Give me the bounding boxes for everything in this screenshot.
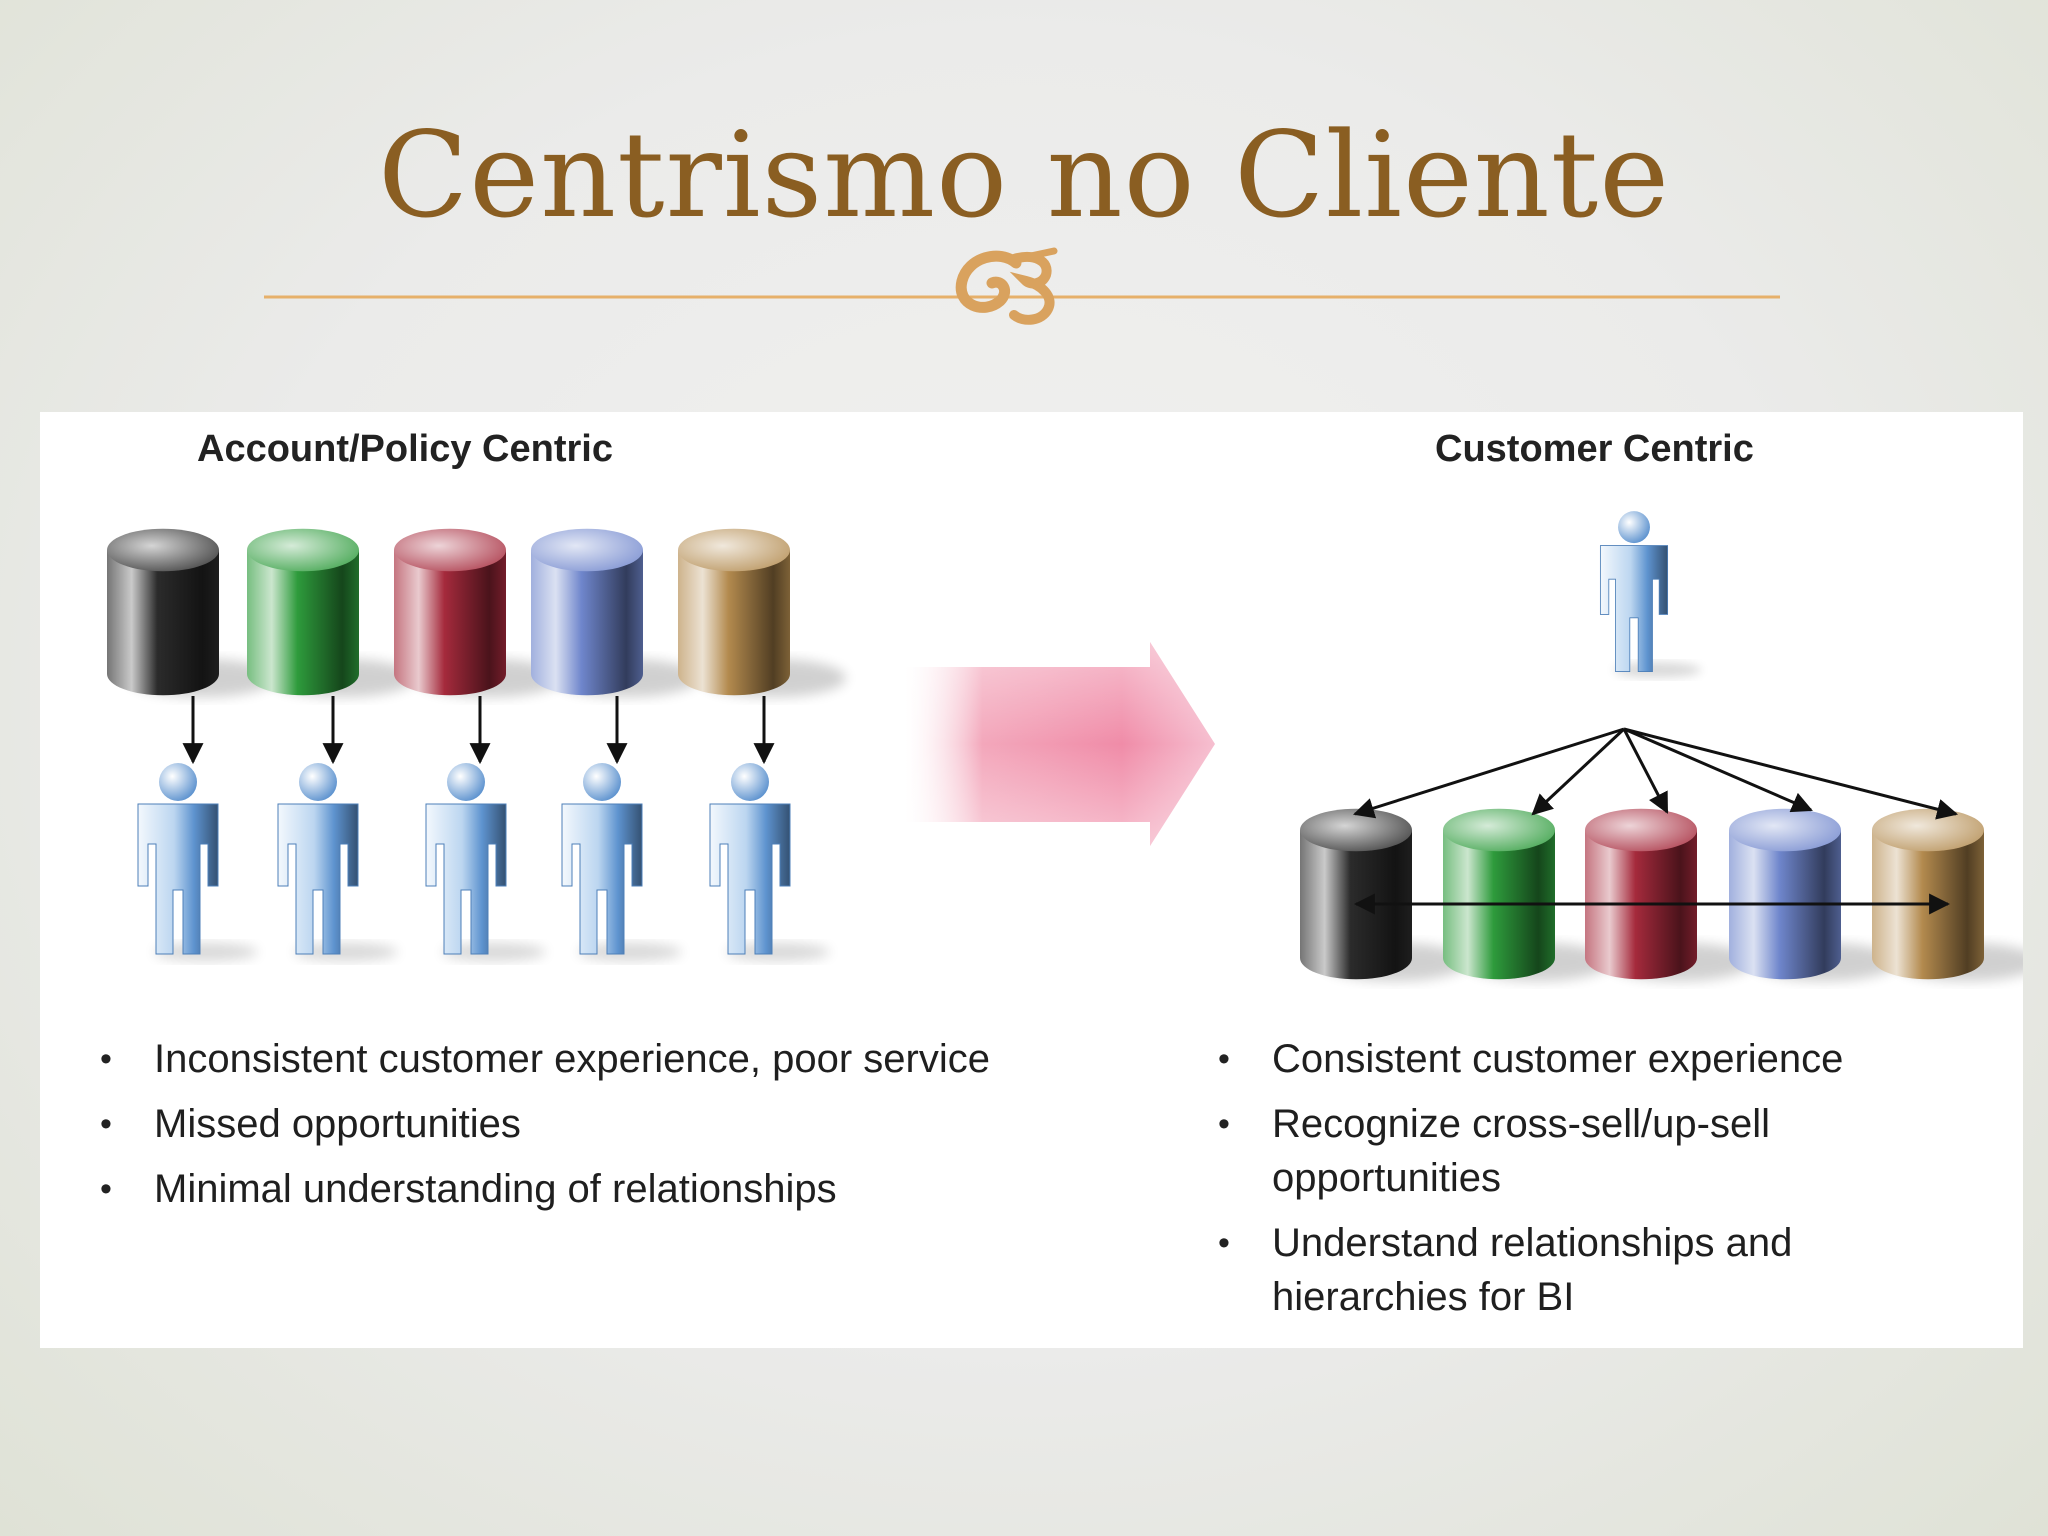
- link-arrow: [1531, 727, 1626, 816]
- customer-person-icon: [709, 763, 830, 961]
- database-icon: [394, 528, 562, 698]
- database-icon: [1585, 808, 1753, 982]
- customer-centric-heading: Customer Centric: [1435, 428, 1754, 470]
- bullet-item: Consistent customer experience: [1218, 1032, 1998, 1086]
- database-icon: [531, 528, 699, 698]
- diagram-panel: Account/Policy Centric Customer Centric: [40, 412, 2023, 1348]
- customer-person-icon: [137, 763, 258, 961]
- bullet-item: Minimal understanding of relationships: [100, 1162, 1000, 1216]
- customer-person-icon: [561, 763, 682, 961]
- bullet-item: Inconsistent customer experience, poor s…: [100, 1032, 1000, 1086]
- database-icon: [1729, 808, 1897, 982]
- flourish-ornament-icon: [955, 247, 1058, 325]
- centricity-diagram: [107, 511, 2023, 982]
- account-centric-bullets: Inconsistent customer experience, poor s…: [100, 1032, 1000, 1227]
- link-arrow: [1623, 727, 1813, 813]
- customer-person-icon: [277, 763, 398, 961]
- slide-title: Centrismo no Cliente: [377, 106, 1671, 244]
- title-divider: [264, 247, 1780, 325]
- database-icon: [1300, 808, 1468, 982]
- link-arrow: [1352, 727, 1625, 819]
- account-centric-heading: Account/Policy Centric: [197, 428, 613, 470]
- database-icon: [107, 528, 275, 698]
- bullet-item: Missed opportunities: [100, 1097, 1000, 1151]
- transition-arrow-icon: [905, 642, 1215, 846]
- database-icon: [1872, 808, 2023, 982]
- customer-centric-bullets: Consistent customer experience Recognize…: [1218, 1032, 1998, 1335]
- customer-person-icon: [1599, 511, 1702, 678]
- link-arrow: [1623, 727, 1959, 820]
- database-icon: [247, 528, 415, 698]
- bullet-item: Understand relationships and hierarchies…: [1218, 1216, 1998, 1324]
- link-arrow: [1622, 728, 1669, 814]
- database-icon: [678, 528, 846, 698]
- bullet-item: Recognize cross-sell/up-sell opportuniti…: [1218, 1097, 1998, 1205]
- customer-person-icon: [425, 763, 546, 961]
